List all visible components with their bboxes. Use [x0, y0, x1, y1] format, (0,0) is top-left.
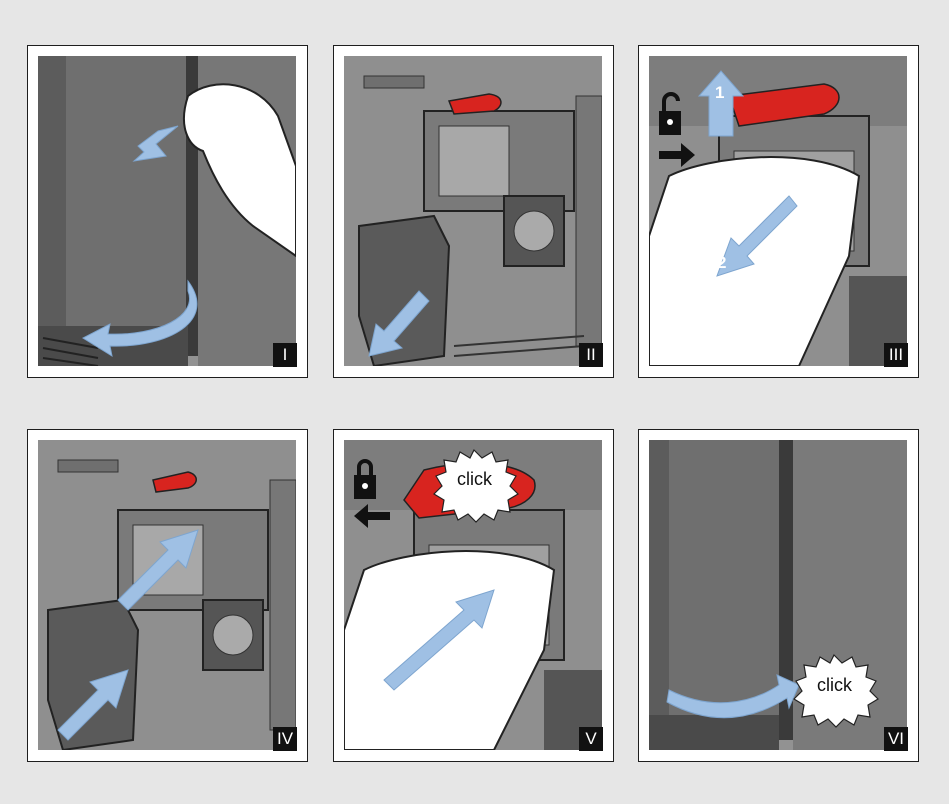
click-callout: click: [817, 675, 853, 695]
step-panel-2: II: [333, 45, 614, 378]
step-panel-6: click VI: [638, 429, 919, 762]
step-number-badge: VI: [884, 727, 908, 751]
click-callout: click: [457, 469, 493, 489]
step-two-label: 2: [717, 253, 726, 272]
illustration-insert-unit: [38, 440, 296, 750]
step-number-badge: II: [579, 343, 603, 367]
step-panel-1: I: [27, 45, 308, 378]
step-panel-4: IV: [27, 429, 308, 762]
step-number-badge: I: [273, 343, 297, 367]
step-one-label: 1: [715, 83, 724, 102]
illustration-close-door: click: [649, 440, 907, 750]
illustration-remove-container: [344, 56, 602, 366]
step-number-badge: IV: [273, 727, 297, 751]
step-number-badge: V: [579, 727, 603, 751]
step-number-badge: III: [884, 343, 908, 367]
step-panel-5: click V: [333, 429, 614, 762]
illustration-push-lock-unit: click: [344, 440, 602, 750]
step-panel-3: 1 2 III: [638, 45, 919, 378]
illustration-unlock-pull-unit: 1 2: [649, 56, 907, 366]
illustration-open-door: [38, 56, 296, 366]
